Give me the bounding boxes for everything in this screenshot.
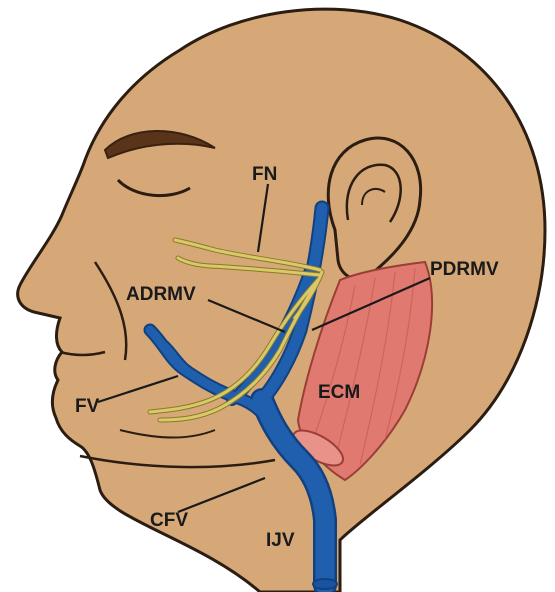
label-cfv: CFV	[150, 510, 188, 531]
label-ecm: ECM	[318, 382, 360, 403]
label-fv: FV	[75, 396, 100, 417]
label-ijv: IJV	[266, 530, 295, 551]
ijv-cut-end	[313, 579, 337, 589]
label-fn: FN	[252, 164, 277, 185]
head-silhouette	[18, 9, 545, 592]
label-pdrmv: PDRMV	[430, 259, 499, 280]
label-adrmv: ADRMV	[126, 284, 196, 305]
